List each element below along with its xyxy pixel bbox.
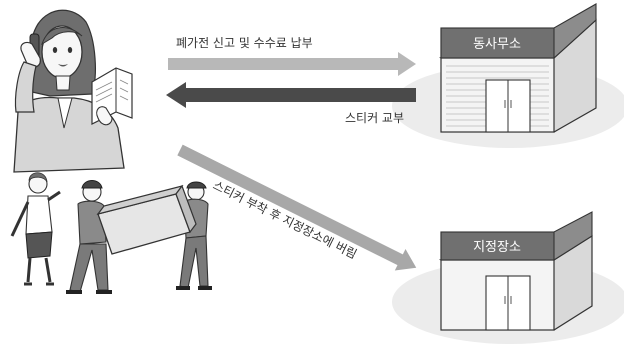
office-sign-label: 동사무소: [473, 37, 521, 52]
woman-on-phone-illustration: [13, 9, 133, 173]
designated-place-sign: [440, 231, 555, 261]
fee-payment-arrow: [168, 52, 416, 76]
office-sign: [440, 27, 555, 59]
designated-place-building: [438, 211, 593, 331]
movers-carrying-appliance-illustration: [66, 180, 212, 294]
sticker-issue-arrow: [166, 82, 416, 108]
office-building: [438, 3, 597, 133]
small-woman-illustration: [10, 172, 61, 286]
sticker-issue-label: 스티커 교부: [345, 111, 404, 125]
designated-place-sign-label: 지정장소: [473, 240, 521, 255]
fee-payment-label: 폐가전 신고 및 수수료 납부: [176, 36, 313, 50]
disposal-label: 스티커 부착 후 지정장소에 버림: [211, 178, 359, 261]
disposal-arrow: [177, 144, 417, 271]
